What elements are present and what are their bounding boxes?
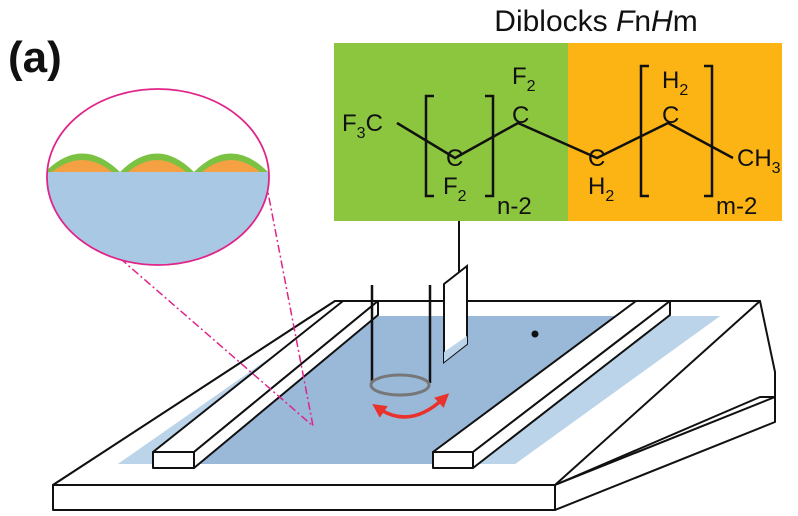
water-lane-right: [480, 316, 720, 464]
wilhelmy-plate-wetted: [444, 336, 467, 362]
molecule-bonds: [396, 121, 734, 160]
repeat-bracket-hydro: [639, 64, 714, 198]
ch2-bottom-C: C: [588, 145, 605, 172]
zoom-outline: [46, 88, 270, 266]
barrier-left[interactable]: [152, 300, 379, 469]
panel-label: (a): [8, 33, 62, 82]
barrier-right[interactable]: [432, 300, 671, 469]
zoom-inset: [46, 88, 270, 266]
cf2-repeat-F: F2: [443, 173, 467, 205]
hydrocarbon-block: [568, 43, 782, 221]
ch2-repeat-H: H2: [662, 67, 688, 99]
repeat-index-n: n-2: [497, 193, 532, 220]
ch2-repeat-C: C: [662, 102, 679, 129]
rotating-ring-probe[interactable]: [370, 285, 432, 383]
surface-dot: [531, 330, 539, 338]
repeat-bracket-fluoro: [424, 94, 495, 198]
rotation-arrow: [372, 393, 450, 419]
cf3-group: F3C: [342, 110, 383, 142]
cf2-top-F: F2: [512, 63, 536, 95]
diagram-title: Diblocks FnHm: [494, 5, 697, 38]
ch3-group: CH3: [737, 145, 781, 177]
fluorocarbon-block: [334, 43, 568, 221]
ch2-bottom-H: H2: [588, 173, 614, 205]
cf2-repeat-C: C: [446, 145, 463, 172]
cf2-top-C: C: [512, 102, 529, 129]
repeat-index-m: m-2: [716, 193, 757, 220]
